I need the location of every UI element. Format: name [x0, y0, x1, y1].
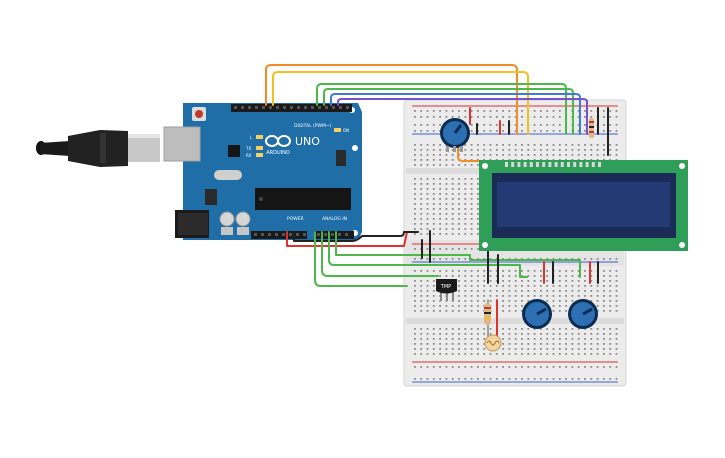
- led-label-tx: TX: [245, 146, 251, 151]
- arduino-uno-board[interactable]: L TX RX ON ARDUINO UNO DIGITAL (PWM~) PO…: [163, 103, 362, 240]
- power-header[interactable]: [251, 231, 307, 239]
- usb-port[interactable]: [163, 126, 201, 162]
- wire-gnd[interactable]: [293, 231, 419, 242]
- wires[interactable]: [265, 64, 609, 343]
- photoresistor-icon[interactable]: [484, 334, 502, 352]
- wire-5v[interactable]: [286, 231, 408, 247]
- wire-purple-d2[interactable]: [337, 98, 588, 135]
- lcd-screen[interactable]: [497, 182, 670, 227]
- temperature-sensor-icon[interactable]: TMP: [436, 279, 457, 301]
- power-header-label: POWER: [287, 216, 304, 222]
- potentiometer-icon[interactable]: [522, 299, 552, 329]
- resistor-icon[interactable]: [484, 303, 491, 325]
- potentiometer-icon[interactable]: [440, 118, 470, 152]
- potentiometer-icon[interactable]: [568, 299, 598, 329]
- wire-a0[interactable]: [314, 231, 408, 287]
- wire-green-d5[interactable]: [316, 83, 567, 135]
- wire-yellow[interactable]: [272, 71, 529, 135]
- lcd-display-icon[interactable]: [479, 160, 688, 251]
- power-jack-icon[interactable]: [175, 210, 209, 238]
- wire-orange[interactable]: [265, 64, 518, 135]
- resistor-icon[interactable]: [589, 118, 594, 138]
- wire-a2[interactable]: [328, 231, 528, 278]
- arduino-logo-text: ARDUINO: [266, 150, 290, 156]
- atmega-chip: [255, 188, 351, 210]
- on-label: ON: [343, 128, 349, 133]
- board-model: UNO: [295, 135, 320, 148]
- wire-a1[interactable]: [321, 231, 439, 277]
- digital-header-label: DIGITAL (PWM~): [294, 123, 332, 129]
- led-label-l: L: [250, 135, 253, 140]
- wire-blue-d3[interactable]: [330, 93, 581, 135]
- arduino-logo-icon: [265, 135, 291, 147]
- led-label-rx: RX: [246, 153, 252, 158]
- usb-plug-icon[interactable]: [36, 130, 160, 167]
- wire-green-d4[interactable]: [323, 88, 574, 135]
- analog-header-label: ANALOG IN: [322, 216, 347, 222]
- temp-sensor-label: TMP: [440, 284, 451, 290]
- wire-a3[interactable]: [335, 231, 581, 278]
